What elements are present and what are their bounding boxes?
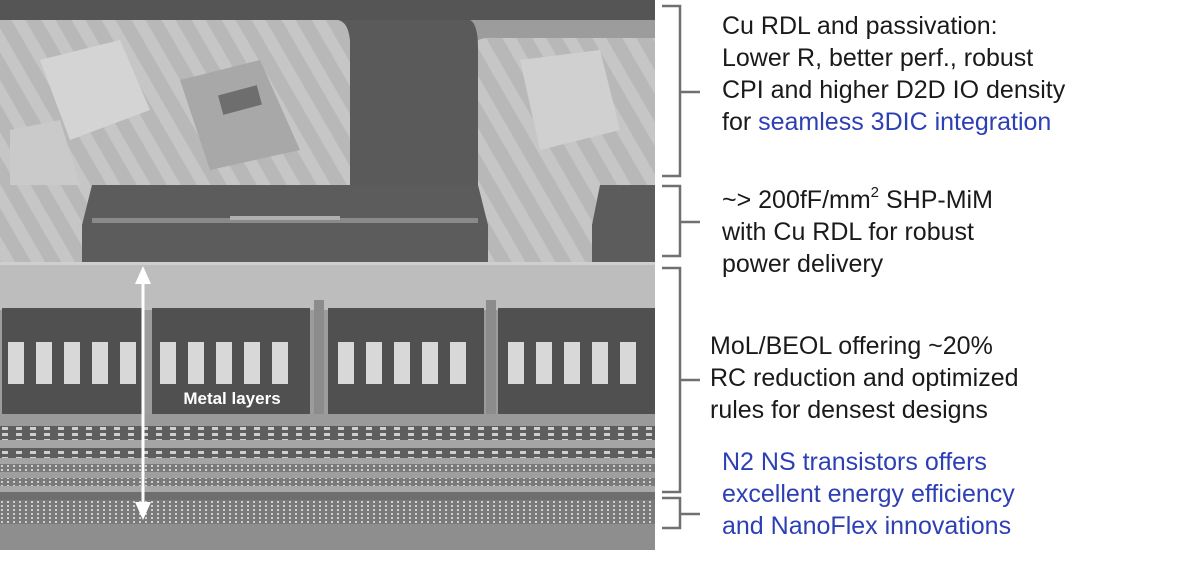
upper-metal-background	[0, 265, 655, 310]
cu-grain-patch	[520, 50, 620, 150]
metal-band	[0, 478, 655, 486]
bracket-mol-beol	[662, 266, 700, 494]
via-stack	[314, 300, 324, 440]
metal-band	[0, 464, 655, 472]
annotation-line: CPI and higher D2D IO density	[722, 76, 1066, 104]
bracket-cu-rdl	[662, 4, 700, 178]
bracket-n2-ns	[662, 496, 700, 530]
metal-band	[0, 486, 655, 492]
cu-grain-patch	[218, 85, 262, 115]
metal-band	[0, 448, 655, 458]
metal-band	[0, 472, 655, 478]
annotation-line: excellent energy efficiency	[722, 480, 1015, 508]
substrate	[0, 524, 655, 550]
cu-grain-patch	[180, 60, 300, 170]
annotation-line: power delivery	[722, 250, 884, 278]
transistor-band	[0, 500, 655, 524]
metal-band	[0, 414, 655, 426]
metal-band	[0, 426, 655, 440]
superscript: 2	[870, 183, 880, 201]
annotation-n2-ns: N2 NS transistors offers excellent energ…	[722, 446, 1015, 542]
layer-divider	[0, 262, 655, 265]
metal-band	[0, 458, 655, 464]
cu-grain-patch	[40, 40, 150, 140]
top-dark-band	[0, 0, 655, 20]
metal-layers-arrow	[135, 266, 151, 520]
annotation-text: SHP-MiM	[879, 186, 993, 214]
metal-band	[0, 492, 655, 500]
annotation-line: Lower R, better perf., robust	[722, 44, 1034, 72]
annotation-text: for	[722, 108, 759, 136]
metal-layers-label: Metal layers	[183, 389, 280, 408]
mim-pad-left	[82, 185, 488, 262]
annotation-highlight: seamless 3DIC integration	[758, 108, 1052, 136]
annotation-shp-mim: ~> 200fF/mm2 SHP-MiM with Cu RDL for rob…	[722, 184, 993, 280]
annotation-line: for seamless 3DIC integration	[722, 106, 1065, 138]
annotation-line: Cu RDL and passivation:	[722, 12, 998, 40]
cu-via	[338, 20, 478, 185]
annotation-line: with Cu RDL for robust	[722, 218, 974, 246]
annotation-cu-rdl: Cu RDL and passivation: Lower R, better …	[722, 10, 1065, 138]
mim-plate-line	[230, 216, 340, 220]
annotation-line: RC reduction and optimized	[710, 364, 1019, 392]
mim-plate-line	[92, 218, 478, 223]
annotation-line: and NanoFlex innovations	[722, 512, 1012, 540]
via-stack	[486, 300, 496, 440]
annotation-line: ~> 200fF/mm2 SHP-MiM	[722, 184, 993, 216]
metal-windows	[8, 342, 636, 384]
mim-pad-right	[592, 185, 655, 262]
cu-grain-patch	[10, 120, 80, 185]
annotation-text: ~> 200fF/mm	[722, 186, 871, 214]
annotation-line: MoL/BEOL offering ~20%	[710, 332, 993, 360]
annotation-mol-beol: MoL/BEOL offering ~20% RC reduction and …	[710, 330, 1019, 426]
annotation-brackets	[662, 4, 700, 530]
metal-band	[0, 440, 655, 448]
annotation-line: rules for densest designs	[710, 396, 988, 424]
annotation-line: N2 NS transistors offers	[722, 448, 987, 476]
bracket-shp-mim	[662, 184, 700, 258]
